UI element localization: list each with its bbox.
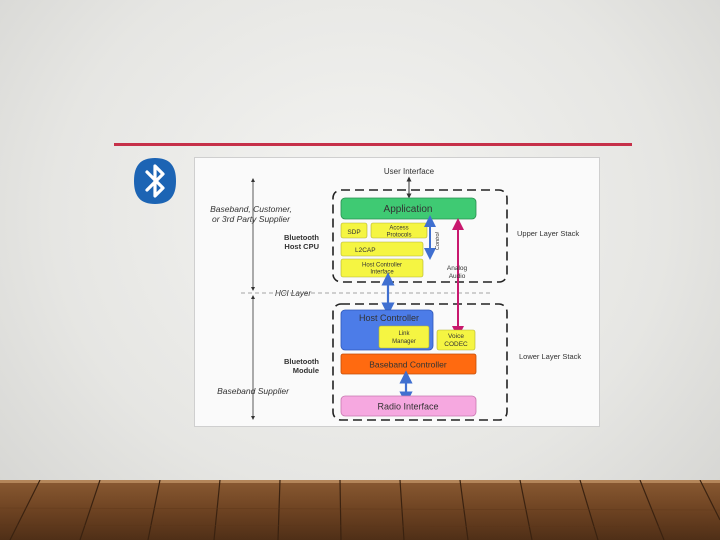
bluetooth-stack-diagram: User Interface Baseband, Customer, or 3r… (194, 157, 600, 427)
hci-layer-label: HCI Layer (275, 289, 311, 298)
link-manager-label-line2: Manager (392, 339, 416, 345)
upper-stack-label: Upper Layer Stack (517, 229, 579, 238)
voice-codec-label-line2: CODEC (444, 341, 468, 348)
analog-audio-label-line1: Analog (447, 265, 468, 272)
lower-stack-boundary (332, 303, 508, 421)
supplier-label-line1: Baseband, Customer, (210, 204, 292, 214)
host-cpu-label-line2: Host CPU (284, 242, 319, 251)
baseband-controller-label: Baseband Controller (369, 360, 447, 370)
baseband-supplier-label: Baseband Supplier (217, 386, 290, 396)
module-label-line1: Bluetooth (284, 357, 319, 366)
radio-interface-label: Radio Interface (377, 402, 438, 412)
lower-stack-label: Lower Layer Stack (519, 352, 581, 361)
host-controller-label: Host Controller (359, 313, 419, 323)
application-block (340, 197, 477, 220)
voice-codec-block (436, 329, 476, 351)
title-divider (114, 143, 632, 146)
l2cap-block (340, 241, 424, 257)
host-cpu-label-line1: Bluetooth (284, 233, 319, 242)
wood-floor-decoration (0, 480, 720, 540)
module-label-line2: Module (293, 366, 319, 375)
hci-interface-label-line1: Host Controller (362, 263, 402, 269)
upper-stack-boundary (332, 189, 508, 283)
analog-audio-label-line2: Audio (449, 273, 466, 280)
link-manager-label-line1: Link (398, 331, 410, 337)
access-protocols-label-line2: Protocols (386, 233, 411, 239)
radio-interface-block (340, 395, 477, 417)
l2cap-label: L2CAP (355, 247, 376, 254)
hci-interface-label-line2: Interface (370, 270, 394, 276)
sdp-label: SDP (347, 229, 360, 236)
voice-codec-label-line1: Voice (448, 333, 464, 340)
control-label: Control (435, 231, 441, 250)
access-protocols-label-line1: Access (389, 226, 408, 232)
application-label: Application (384, 204, 433, 215)
bluetooth-icon (134, 158, 176, 204)
link-manager-block (378, 325, 430, 349)
sdp-block (340, 222, 368, 239)
supplier-label-line2: or 3rd Party Supplier (212, 214, 291, 224)
user-interface-label: User Interface (384, 167, 435, 176)
